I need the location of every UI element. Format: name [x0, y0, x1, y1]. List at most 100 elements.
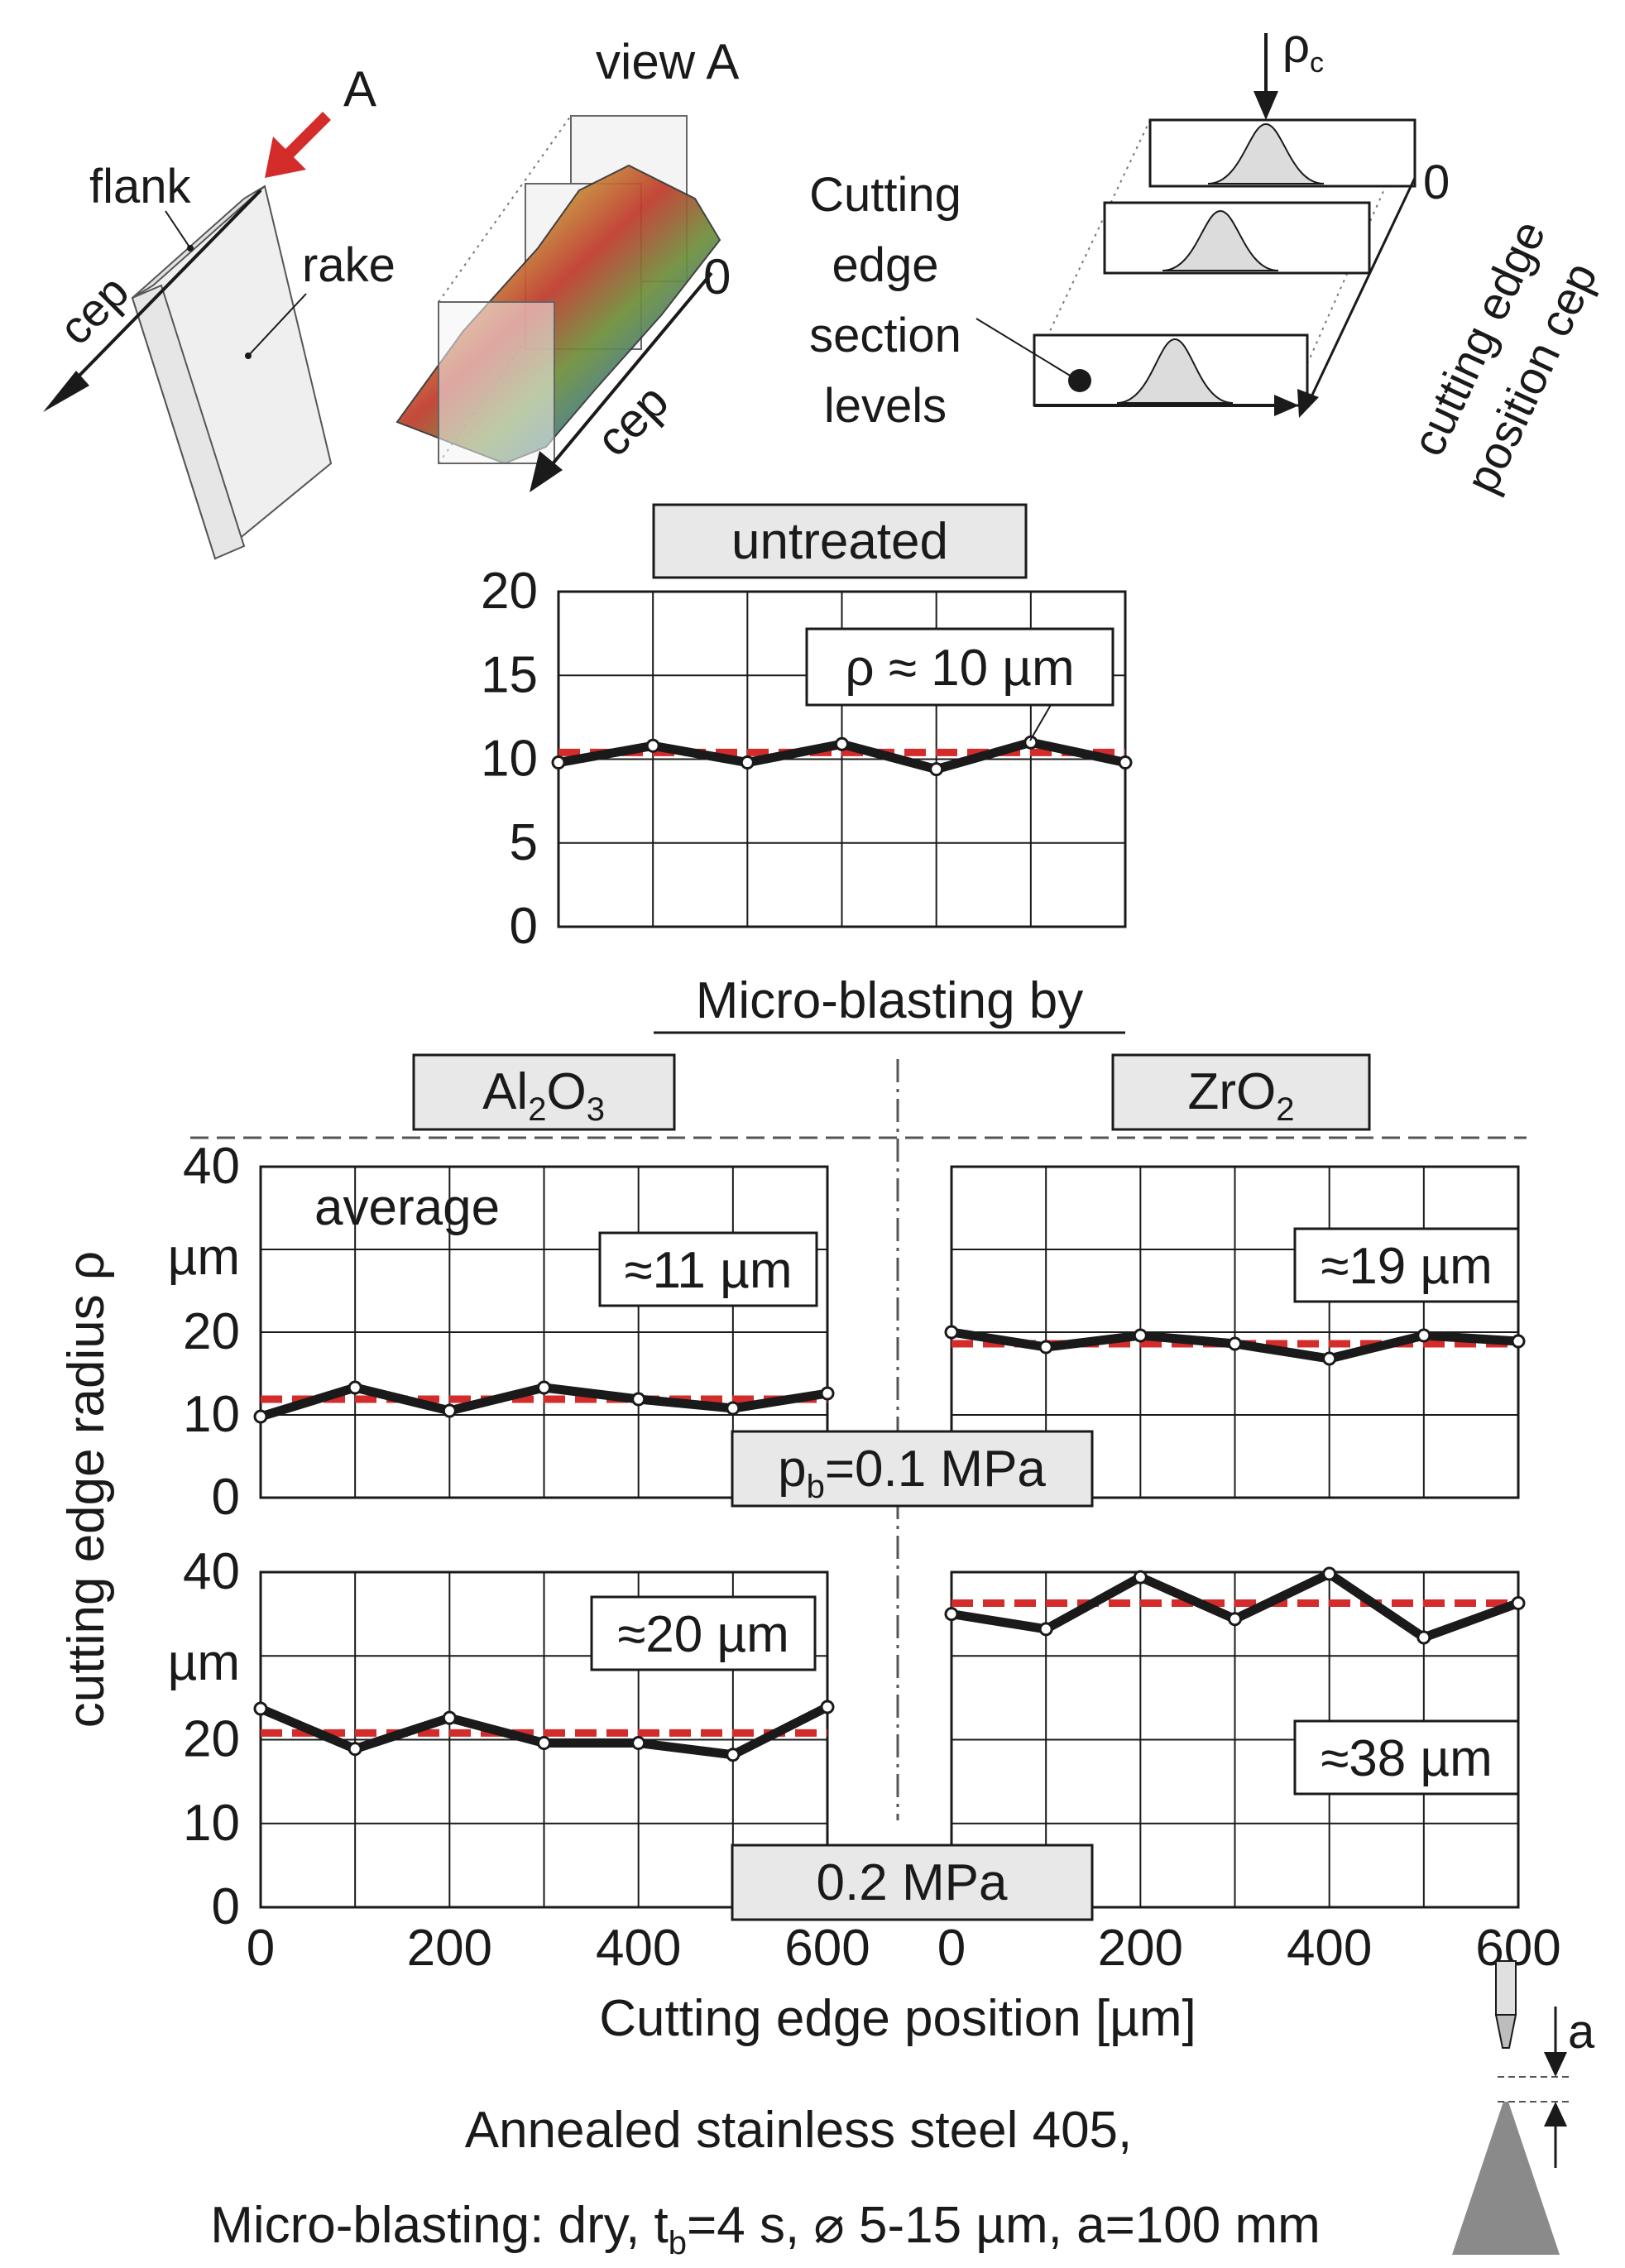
view-a-schematic: view A 0 cep: [395, 34, 739, 492]
pressure-02-label: 0.2 MPa: [817, 1854, 1008, 1911]
section-depth-axis: [1306, 177, 1416, 406]
data-point: [348, 1742, 362, 1757]
zro2-box: [1111, 1053, 1371, 1131]
data-point: [929, 762, 944, 777]
y-tick-label: 40: [183, 1138, 240, 1195]
rho-approx-label: ρ ≈ 10 µm: [845, 640, 1074, 697]
nozzle-icon: a: [1452, 1960, 1595, 2255]
al2o3-sub2: 3: [587, 1091, 605, 1128]
avg-label-al2o3-01: ≈11 µm: [625, 1242, 793, 1299]
untreated-box: [652, 503, 1028, 579]
data-point: [1511, 1334, 1526, 1349]
avg-label-al2o3-02: ≈20 µm: [617, 1606, 789, 1663]
pressure-01-box: [731, 1430, 1094, 1508]
y-unit-label: µm: [168, 1229, 240, 1286]
section-caption-dot: [1068, 369, 1091, 392]
rho-approx-leader: [1029, 704, 1052, 741]
pressure-01-rest: =0.1 MPa: [825, 1441, 1047, 1498]
section-schematic: ρc 0 Cutting edge section levels cutting…: [809, 19, 1607, 501]
view-a-title: view A: [596, 34, 739, 89]
y-tick-label: 5: [510, 814, 538, 871]
data-point: [253, 1409, 268, 1424]
view-frame-edge-1: [438, 115, 572, 303]
rho-c-symbol: ρ: [1282, 19, 1310, 73]
x-tick-label: 600: [1475, 1920, 1560, 1977]
avg-box-zro2-02: [1293, 1719, 1520, 1796]
rake-leader: [247, 293, 307, 357]
data-point: [442, 1403, 457, 1418]
data-point: [631, 1736, 646, 1751]
untreated-label: untreated: [731, 513, 948, 570]
section-caption-line3: section: [809, 309, 961, 362]
rho-c-arrowhead: [1254, 91, 1278, 120]
x-tick-label: 600: [784, 1920, 870, 1977]
section-zero-label: 0: [1423, 156, 1450, 209]
data-point: [835, 736, 849, 751]
section-profile-back: [1207, 122, 1325, 185]
x-tick-label: 0: [937, 1920, 966, 1977]
y-tick-label: 0: [212, 1469, 240, 1526]
y-tick-label: 10: [183, 1795, 240, 1852]
data-point: [645, 738, 660, 753]
micro-blasting-title: Micro-blasting by: [696, 972, 1084, 1029]
data-point: [1023, 735, 1038, 750]
view-cep-label: cep: [586, 374, 678, 467]
avg-box-al2o3-01: [598, 1231, 818, 1307]
data-point: [944, 1325, 959, 1340]
footer-line2-pre: Micro-blasting: dry, t: [210, 2197, 669, 2254]
section-depth-arrowhead: [1297, 389, 1319, 418]
nozzle-a-label: a: [1568, 2005, 1595, 2059]
footer-line2-sub: b: [669, 2225, 687, 2261]
y-tick-label: 20: [183, 1711, 240, 1768]
zro2-base: ZrO: [1188, 1063, 1277, 1120]
section-profile-front: [1116, 338, 1234, 404]
rake-leader-dot: [245, 352, 252, 359]
x-tick-label: 200: [1098, 1920, 1183, 1977]
view-cep-axis: [544, 271, 713, 473]
y-axis-label: cutting edge radius ρ: [58, 1251, 115, 1728]
section-profile-mid: [1162, 209, 1279, 271]
pressure-01-p: p: [778, 1441, 806, 1498]
tool-side-face: [131, 284, 246, 560]
view-cep-arrowhead: [530, 451, 563, 492]
pressure-01-label: pb=0.1 MPa: [778, 1441, 1046, 1505]
data-point: [820, 1386, 835, 1401]
data-point: [1322, 1351, 1337, 1366]
y-tick-label: 15: [481, 646, 538, 703]
data-point: [1038, 1340, 1053, 1355]
rake-label: rake: [302, 238, 395, 292]
data-point: [1038, 1622, 1053, 1637]
rho-c-subscript: c: [1310, 47, 1324, 79]
x-tick-label: 400: [1287, 1920, 1372, 1977]
data-point: [537, 1380, 551, 1395]
view-a-arrow-shaft: [281, 112, 331, 161]
average-label: average: [314, 1179, 500, 1236]
avg-label-zro2-01: ≈19 µm: [1321, 1238, 1493, 1295]
data-point: [1511, 1595, 1526, 1610]
avg-box-zro2-01: [1293, 1227, 1520, 1303]
x-axis-label: Cutting edge position [µm]: [599, 1990, 1196, 2047]
y-tick-label: 0: [212, 1878, 240, 1935]
section-caption-leader: [975, 318, 1072, 377]
zro2-label: ZrO2: [1188, 1063, 1295, 1128]
data-point: [1228, 1612, 1242, 1627]
section-frame-edge-1: [1033, 119, 1151, 365]
nozzle-body: [1495, 1960, 1517, 2016]
nozzle-arrow-down-head: [1544, 2052, 1567, 2077]
al2o3-box: [412, 1053, 676, 1131]
data-point: [944, 1607, 959, 1622]
flank-leader-dot: [187, 245, 194, 252]
y-tick-label: 10: [183, 1386, 240, 1443]
rho-approx-box: [805, 627, 1114, 707]
data-point: [1322, 1566, 1337, 1581]
y-tick-label: 0: [510, 898, 538, 955]
x-tick-label: 200: [407, 1920, 492, 1977]
view-zero-label: 0: [703, 249, 731, 304]
y-tick-label: 40: [183, 1543, 240, 1600]
chart-panel-al2o3_0.1: 0 10 20 40: [183, 1138, 835, 1526]
y-tick-label: 20: [183, 1303, 240, 1360]
tool-schematic: cep A flank rake: [43, 61, 395, 560]
data-point: [348, 1380, 362, 1395]
